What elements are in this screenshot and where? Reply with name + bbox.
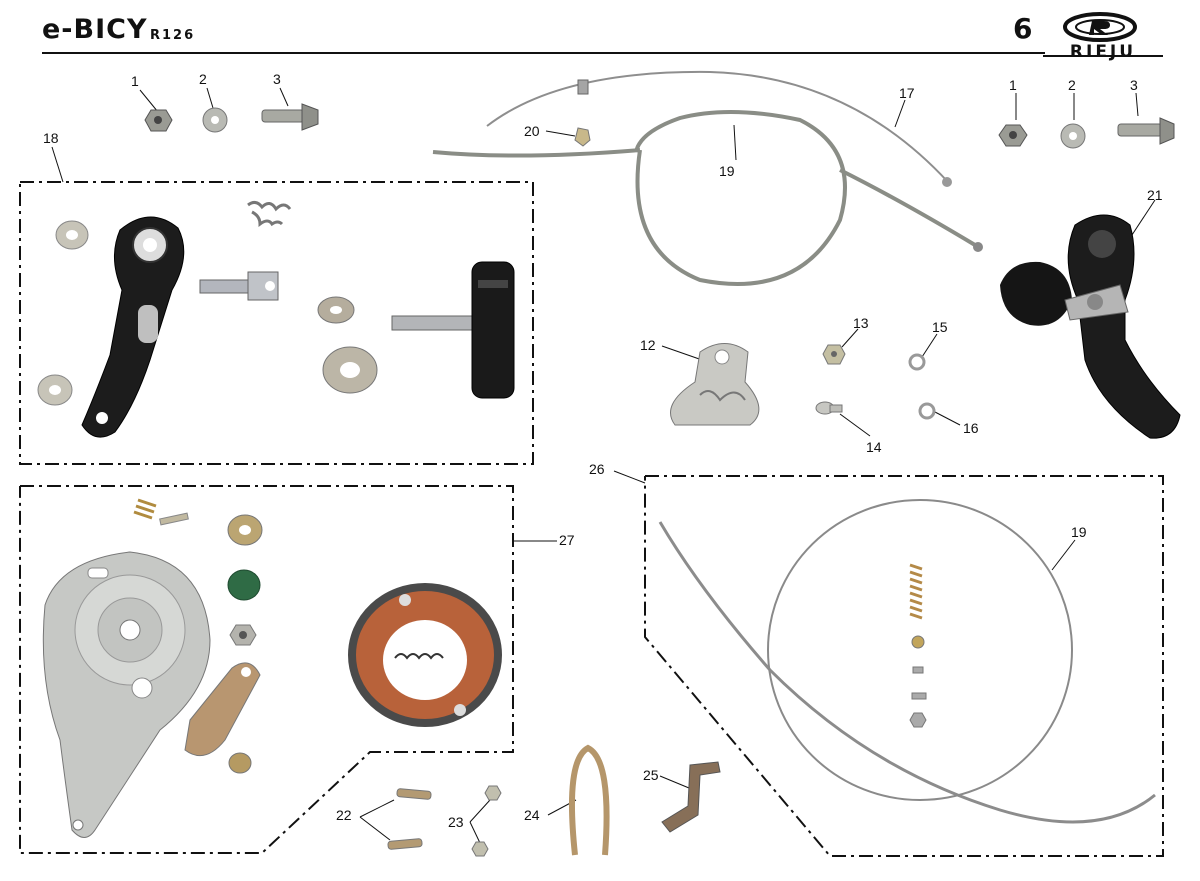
callout-label: 1 [1009, 77, 1017, 93]
callout-label: 19 [1071, 524, 1087, 540]
callout-label: 25 [643, 767, 659, 783]
part-18-brake-block [391, 261, 515, 399]
part-26-hardware [909, 635, 927, 728]
part-23-nuts [471, 785, 502, 857]
page-number: 6 [1013, 12, 1033, 45]
part-18-adjuster-pin [199, 271, 279, 301]
part-25-bracket [661, 761, 721, 833]
rieju-logo-icon [1043, 12, 1163, 57]
group-box-26 [644, 475, 1164, 857]
part-18-washer-large [322, 346, 378, 394]
callout-label: 13 [853, 315, 869, 331]
part-26-spring [909, 563, 923, 620]
part-1-nut-right [998, 124, 1028, 147]
part-16-ring [918, 402, 936, 420]
callout-label: 20 [524, 123, 540, 139]
part-3-bolt-left [261, 103, 319, 131]
part-18-brake-arm [81, 216, 185, 438]
callout-label: 22 [336, 807, 352, 823]
part-12-bracket [670, 343, 760, 426]
part-20-cable-end [574, 127, 591, 147]
part-18-washer-top [55, 220, 89, 250]
part-2-washer-left [202, 107, 228, 133]
part-1-nut-left [144, 109, 173, 132]
callout-label: 16 [963, 420, 979, 436]
part-2-washer-right [1060, 123, 1086, 149]
part-27-washer-brass [228, 752, 252, 774]
part-21-brake-arm-assembly [1000, 214, 1181, 439]
part-3-bolt-right [1117, 117, 1175, 145]
callout-label: 2 [1068, 77, 1076, 93]
callout-label: 14 [866, 439, 882, 455]
model-code: R126 [150, 28, 196, 43]
part-27-bushing [227, 514, 263, 546]
callout-label: 1 [131, 73, 139, 89]
callout-label: 17 [899, 85, 915, 101]
callout-label: 18 [43, 130, 59, 146]
callout-label: 3 [1130, 77, 1138, 93]
callout-label: 24 [524, 807, 540, 823]
callout-label: 27 [559, 532, 575, 548]
brand-wordmark: RIEJU [1069, 42, 1137, 62]
group-box-18 [19, 181, 534, 465]
callout-label: 15 [932, 319, 948, 335]
part-17-cable-fittings [577, 79, 952, 187]
part-18-washer-small [317, 296, 355, 324]
callout-label: 21 [1147, 187, 1163, 203]
group-box-27 [19, 485, 514, 854]
callout-label: 19 [719, 163, 735, 179]
part-26-cable-outer [658, 521, 1156, 824]
part-27-green-cap [227, 569, 261, 601]
part-27-screw [159, 512, 189, 526]
callout-label: 26 [589, 461, 605, 477]
callout-label: 23 [448, 814, 464, 830]
part-19-inner-wire-coil [767, 499, 1073, 801]
part-27-nut [229, 624, 257, 646]
callout-label: 12 [640, 337, 656, 353]
part-18-washer-bottom [37, 374, 73, 406]
part-24-clip [569, 744, 610, 856]
part-17-cable [486, 70, 949, 183]
part-27-brake-shoes [348, 583, 502, 727]
part-27-backing-plate [42, 551, 211, 838]
part-18-spring [247, 200, 292, 227]
part-13-nut [822, 344, 846, 365]
callout-label: 3 [273, 71, 281, 87]
page-title: e-BICY [42, 14, 148, 45]
part-27-spring-small [133, 498, 157, 520]
callout-label: 2 [199, 71, 207, 87]
part-22-bolts [387, 788, 432, 850]
part-19-cable-coil [432, 110, 983, 286]
part-27-cam-lever [184, 662, 261, 757]
part-14-screw [815, 401, 843, 415]
part-15-ring [908, 353, 926, 371]
